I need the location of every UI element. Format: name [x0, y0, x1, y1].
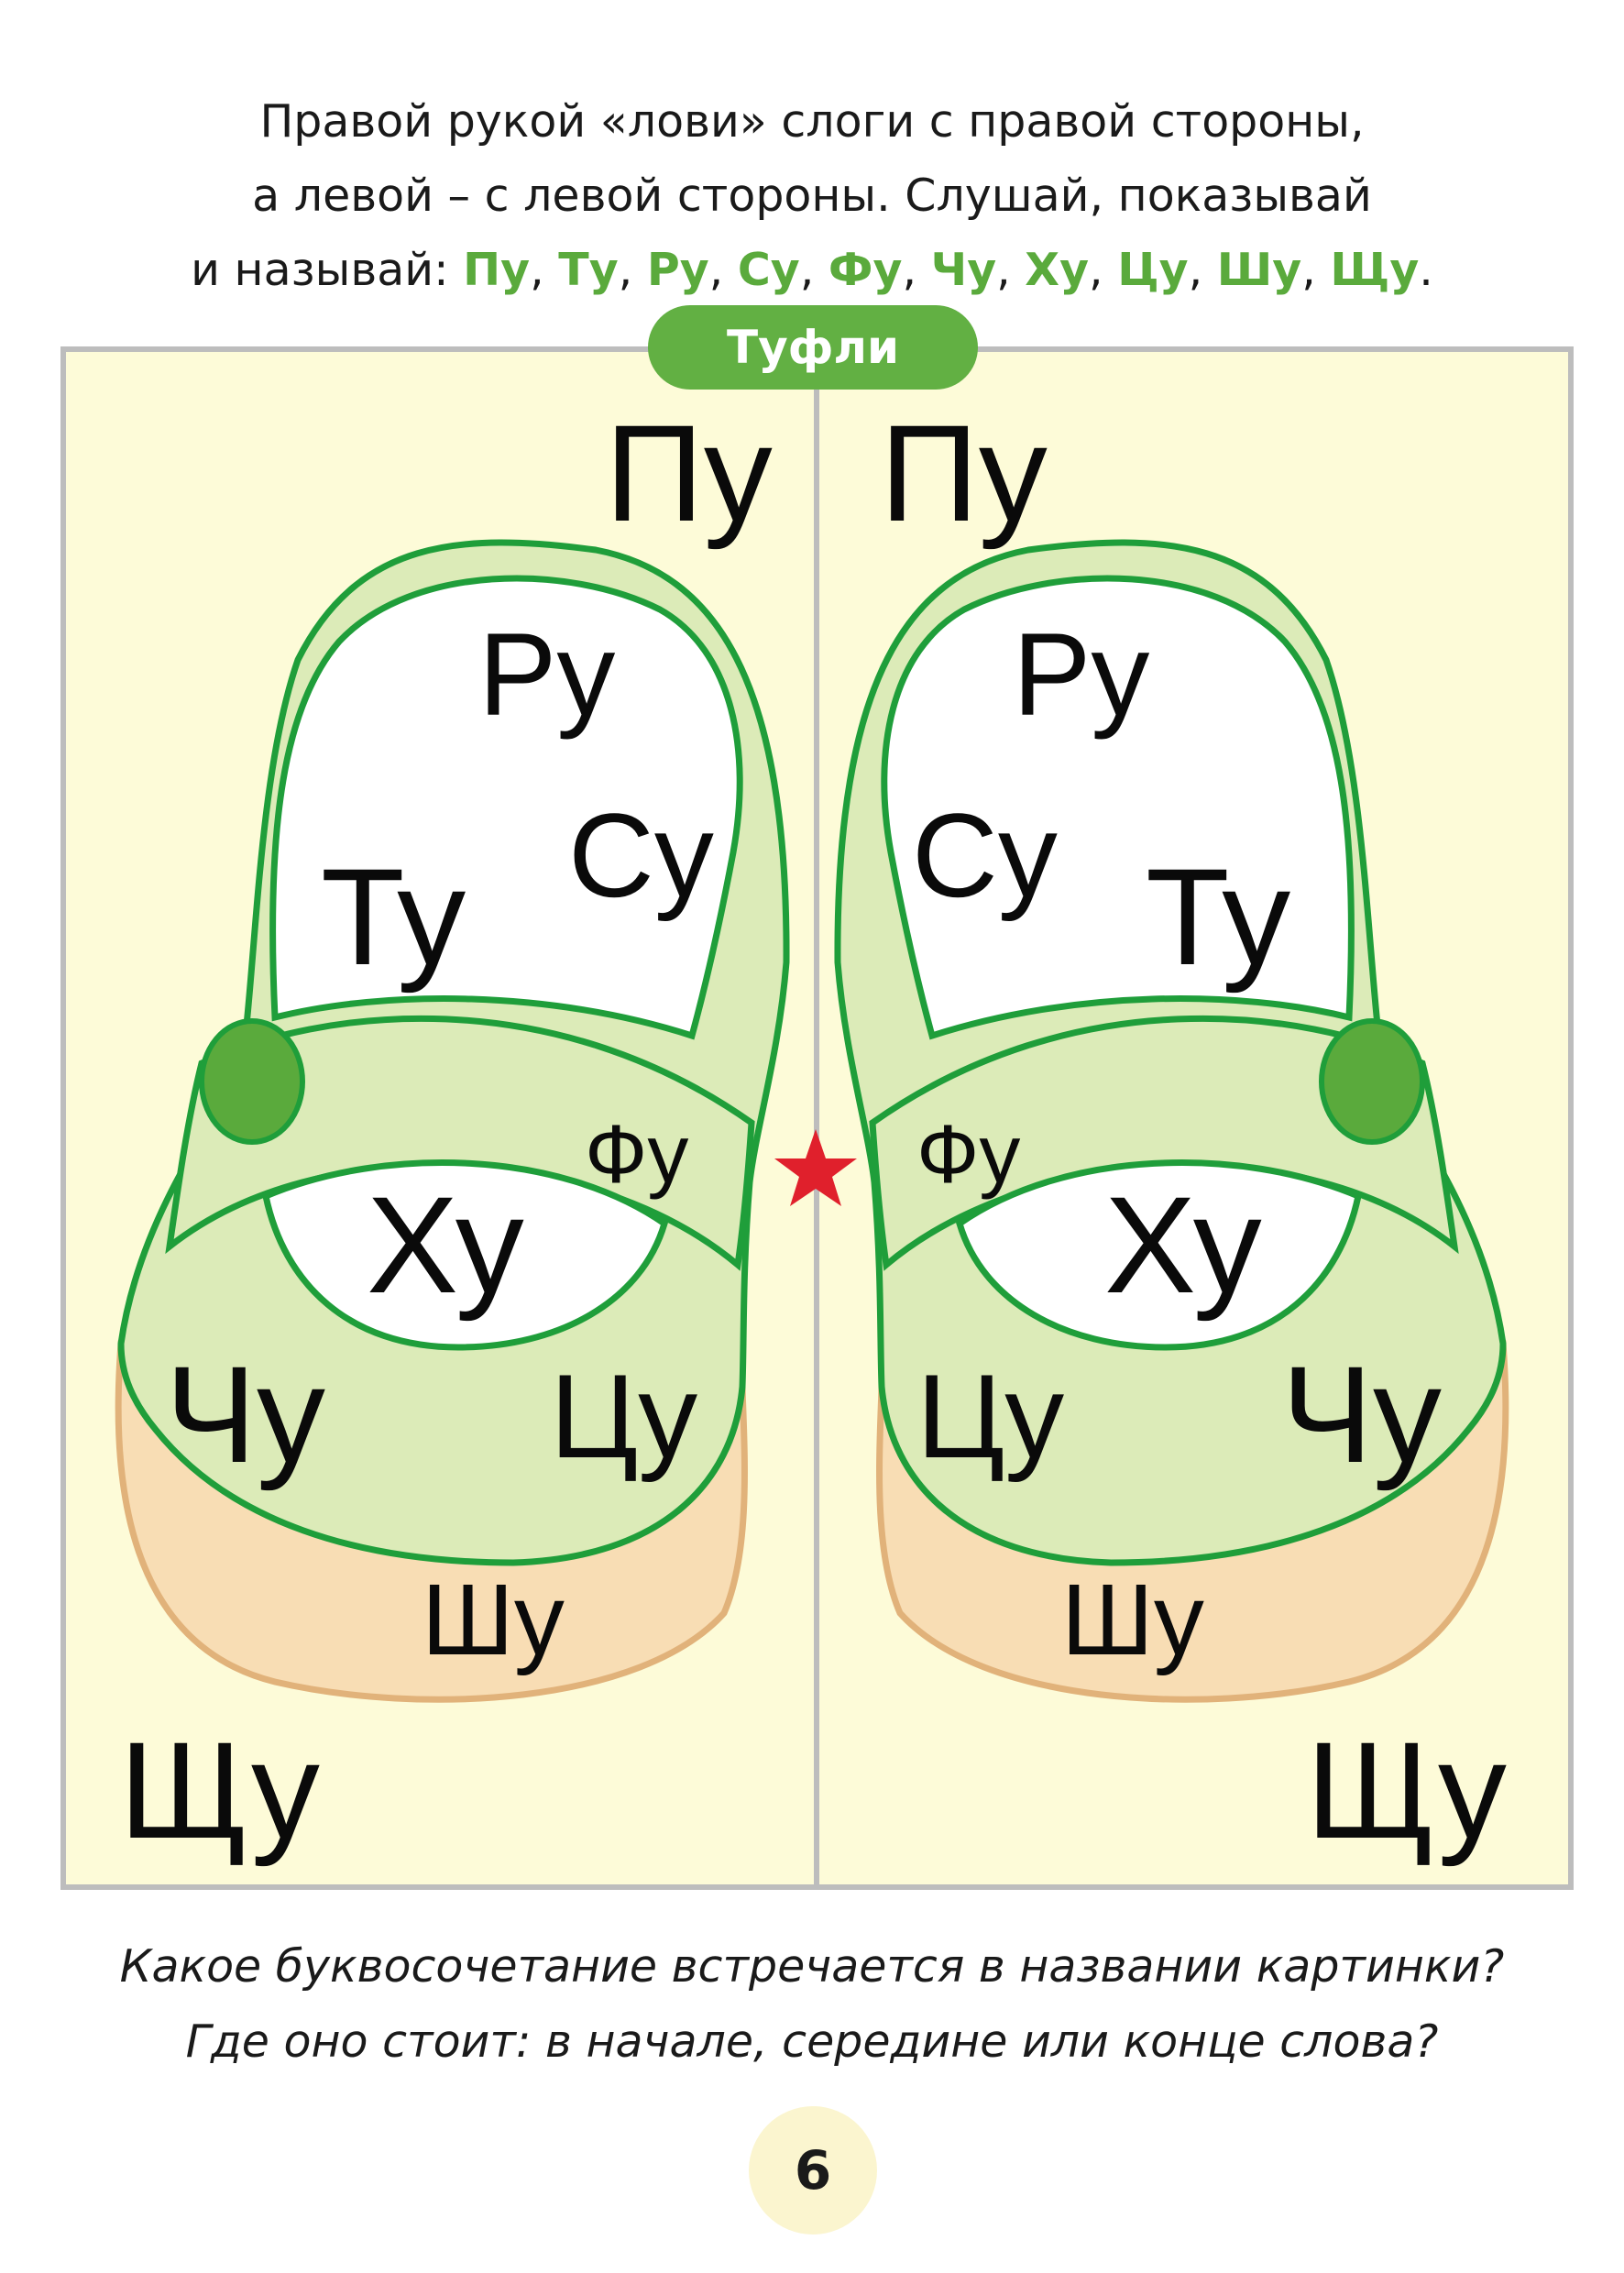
syllable-7: Ху: [1025, 244, 1090, 296]
left-syllable-side-inner: Су: [568, 788, 714, 922]
left-syllable-heel-outer: Чу: [165, 1337, 325, 1491]
syllable-10: Щу: [1330, 244, 1420, 296]
question-line-2: Где оно стоит: в начале, середине или ко…: [185, 2015, 1439, 2068]
title-badge: Туфли: [648, 305, 978, 390]
instruction-line-2: а левой – с левой стороны. Слушай, показ…: [252, 170, 1372, 222]
syllable-3: Ру: [646, 244, 709, 296]
left-syllable-heel-inner: Цу: [550, 1349, 697, 1483]
right-syllable-sole: Шу: [1061, 1564, 1204, 1676]
syllable-6: Чу: [930, 244, 997, 296]
question-text: Какое буквосочетание встречается в назва…: [0, 1929, 1624, 2080]
question-line-1: Какое буквосочетание встречается в назва…: [119, 1940, 1505, 1993]
syllable-separator: ,: [618, 244, 647, 296]
instruction-line-1: Правой рукой «лови» слоги с правой сторо…: [259, 95, 1365, 148]
left-syllable-side-outer: Ту: [321, 840, 466, 994]
page-number: 6: [749, 2106, 877, 2235]
syllable-separator: ,: [799, 244, 828, 296]
right-syllable-toe: Ру: [1013, 609, 1149, 741]
right-syllable-side-inner: Су: [912, 788, 1058, 922]
right-syllable-heel-outer: Чу: [1281, 1337, 1442, 1491]
syllable-1: Пу: [463, 244, 531, 296]
syllable-9: Шу: [1216, 244, 1302, 296]
left-syllable-bottom: Щу: [119, 1713, 320, 1867]
right-syllable-heel-inner: Цу: [916, 1349, 1064, 1483]
left-syllable-sole: Шу: [422, 1564, 565, 1676]
right-syllable-strap: Фу: [916, 1109, 1020, 1201]
right-syllable-top: Пу: [880, 396, 1048, 550]
syllable-separator: ,: [708, 244, 738, 296]
syllable-separator: ,: [1301, 244, 1331, 296]
syllable-5: Фу: [828, 244, 903, 296]
left-syllable-vamp: Ху: [367, 1168, 524, 1322]
right-syllable-bottom: Щу: [1306, 1713, 1507, 1867]
syllable-list: Пу, Ту, Ру, Су, Фу, Чу, Ху, Цу, Шу, Щу.: [463, 244, 1433, 296]
right-syllable-vamp: Ху: [1104, 1168, 1262, 1322]
instruction-text: Правой рукой «лови» слоги с правой сторо…: [0, 84, 1624, 307]
syllable-separator: ,: [902, 244, 931, 296]
right-syllable-side-outer: Ту: [1146, 840, 1290, 994]
star-icon: [774, 1129, 857, 1206]
syllable-2: Ту: [558, 244, 619, 296]
instruction-line-3: и называй: Пу, Ту, Ру, Су, Фу, Чу, Ху, Ц…: [0, 233, 1624, 307]
syllable-4: Су: [737, 244, 800, 296]
syllable-separator: ,: [530, 244, 559, 296]
instruction-end: .: [1419, 244, 1433, 296]
left-syllable-top: Пу: [605, 396, 773, 550]
instruction-line-3-prefix: и называй:: [191, 244, 464, 296]
syllable-8: Цу: [1117, 244, 1189, 296]
syllable-separator: ,: [996, 244, 1026, 296]
left-syllable-toe: Ру: [478, 609, 615, 741]
syllable-separator: ,: [1188, 244, 1217, 296]
left-syllable-strap: Фу: [585, 1109, 688, 1201]
syllable-separator: ,: [1089, 244, 1118, 296]
